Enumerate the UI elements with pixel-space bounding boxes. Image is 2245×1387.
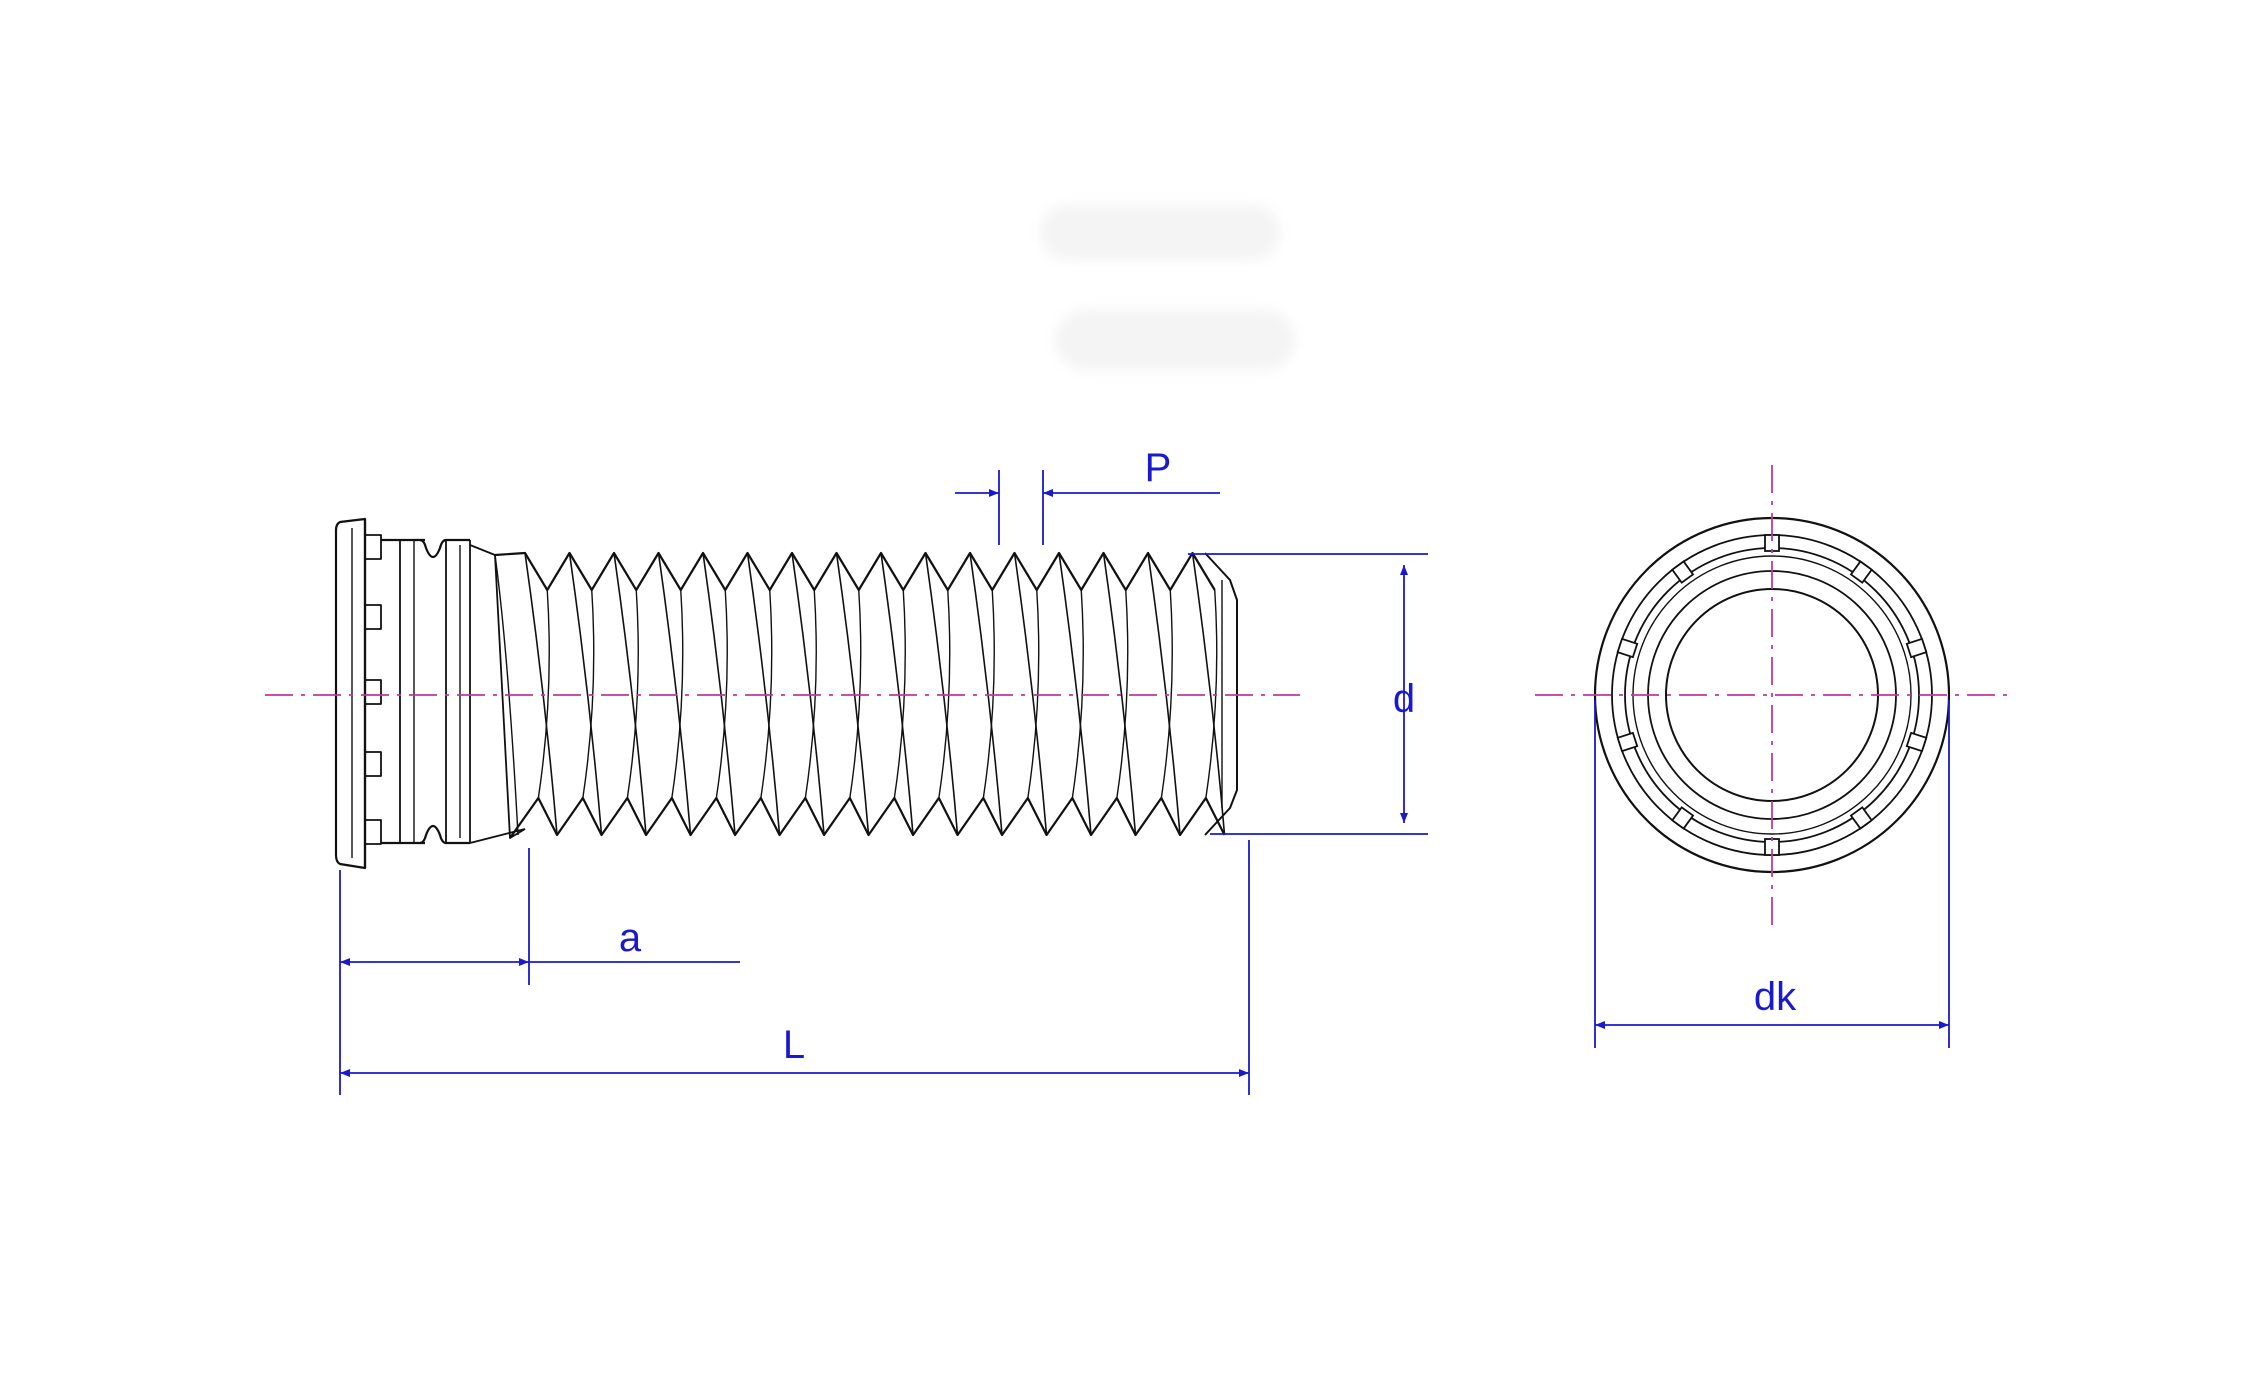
thread-crest-line: [524, 552, 558, 836]
total-length-label: L: [783, 1023, 805, 1067]
side-view: [334, 517, 1238, 870]
thread-root-line: [1205, 589, 1218, 799]
flange-outline: [334, 517, 367, 870]
thread-root-line: [671, 589, 684, 799]
thread-crest-line: [835, 552, 870, 836]
end-view-tooth: [1616, 731, 1639, 753]
head-length-label: a: [619, 916, 642, 960]
end-view-tooth: [1905, 731, 1928, 753]
thread-crest-line: [568, 552, 603, 836]
thread-crests: [494, 551, 1226, 839]
thread-root-line: [537, 589, 550, 799]
end-view-tooth: [1671, 806, 1695, 830]
thread-crest-line: [1191, 552, 1226, 836]
thread-crest-line: [791, 552, 825, 836]
knurl-teeth: [364, 534, 382, 845]
thread-root-line: [893, 589, 906, 799]
thread-root-line: [938, 589, 951, 799]
end-view-tooth: [1849, 806, 1873, 830]
undercut-groove-top: [419, 538, 447, 559]
thread-crest-line: [1058, 552, 1092, 836]
thread-crest-line: [924, 552, 959, 836]
dimensions: [339, 470, 1950, 1095]
faded-mark-2: [1055, 310, 1295, 370]
thread-crest-line: [1102, 552, 1137, 836]
pitch-label: P: [1145, 446, 1172, 490]
thread-crest-line: [1013, 552, 1048, 836]
thread-root-line: [1160, 589, 1173, 799]
thread-crest-line: [880, 552, 914, 836]
end-view-teeth: [1616, 534, 1928, 856]
thread-root-line: [1027, 589, 1040, 799]
thread-root-line: [1116, 589, 1129, 799]
thread-root-line: [582, 589, 595, 799]
end-view-tooth: [1849, 560, 1873, 584]
thread-diameter-label: d: [1393, 677, 1415, 721]
faded-mark-1: [1040, 205, 1280, 260]
thread-crest-line: [1147, 552, 1181, 836]
head-diameter-label: dk: [1754, 975, 1797, 1019]
thread-root-line: [804, 589, 817, 799]
thread-root-line: [626, 589, 639, 799]
end-view-tooth: [1616, 637, 1639, 659]
undercut-groove-bottom: [419, 824, 447, 845]
thread-root-line: [760, 589, 773, 799]
thread-crest-line: [702, 552, 736, 836]
thread-root-line: [982, 589, 995, 799]
thread-crest-line: [613, 552, 647, 836]
thread-crest-line: [657, 552, 692, 836]
thread-crest-line: [746, 552, 781, 836]
end-view-tooth: [1671, 560, 1695, 584]
thread-crest-line: [969, 552, 1003, 836]
end-view-tooth: [1905, 637, 1928, 659]
thread-root-line: [1071, 589, 1084, 799]
thread-root-line: [849, 589, 862, 799]
thread-root-line: [715, 589, 728, 799]
